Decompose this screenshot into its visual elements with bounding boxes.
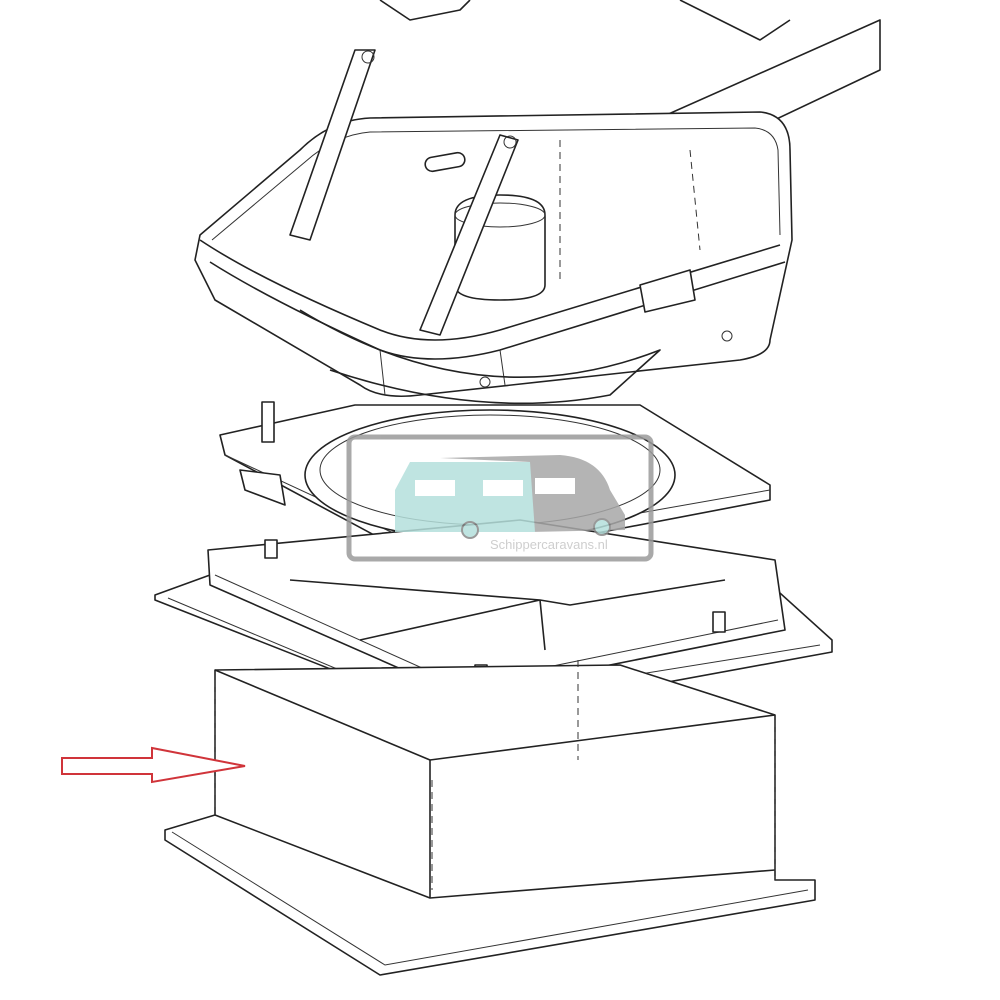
highlight-arrow: [61, 746, 246, 784]
watermark-logo: Schippercaravans.nl: [346, 434, 654, 562]
flange-frame: [154, 519, 833, 721]
svg-text:Schippercaravans.nl: Schippercaravans.nl: [490, 537, 608, 552]
inner-frame-liner: [164, 660, 816, 976]
support-arms: [289, 49, 519, 336]
